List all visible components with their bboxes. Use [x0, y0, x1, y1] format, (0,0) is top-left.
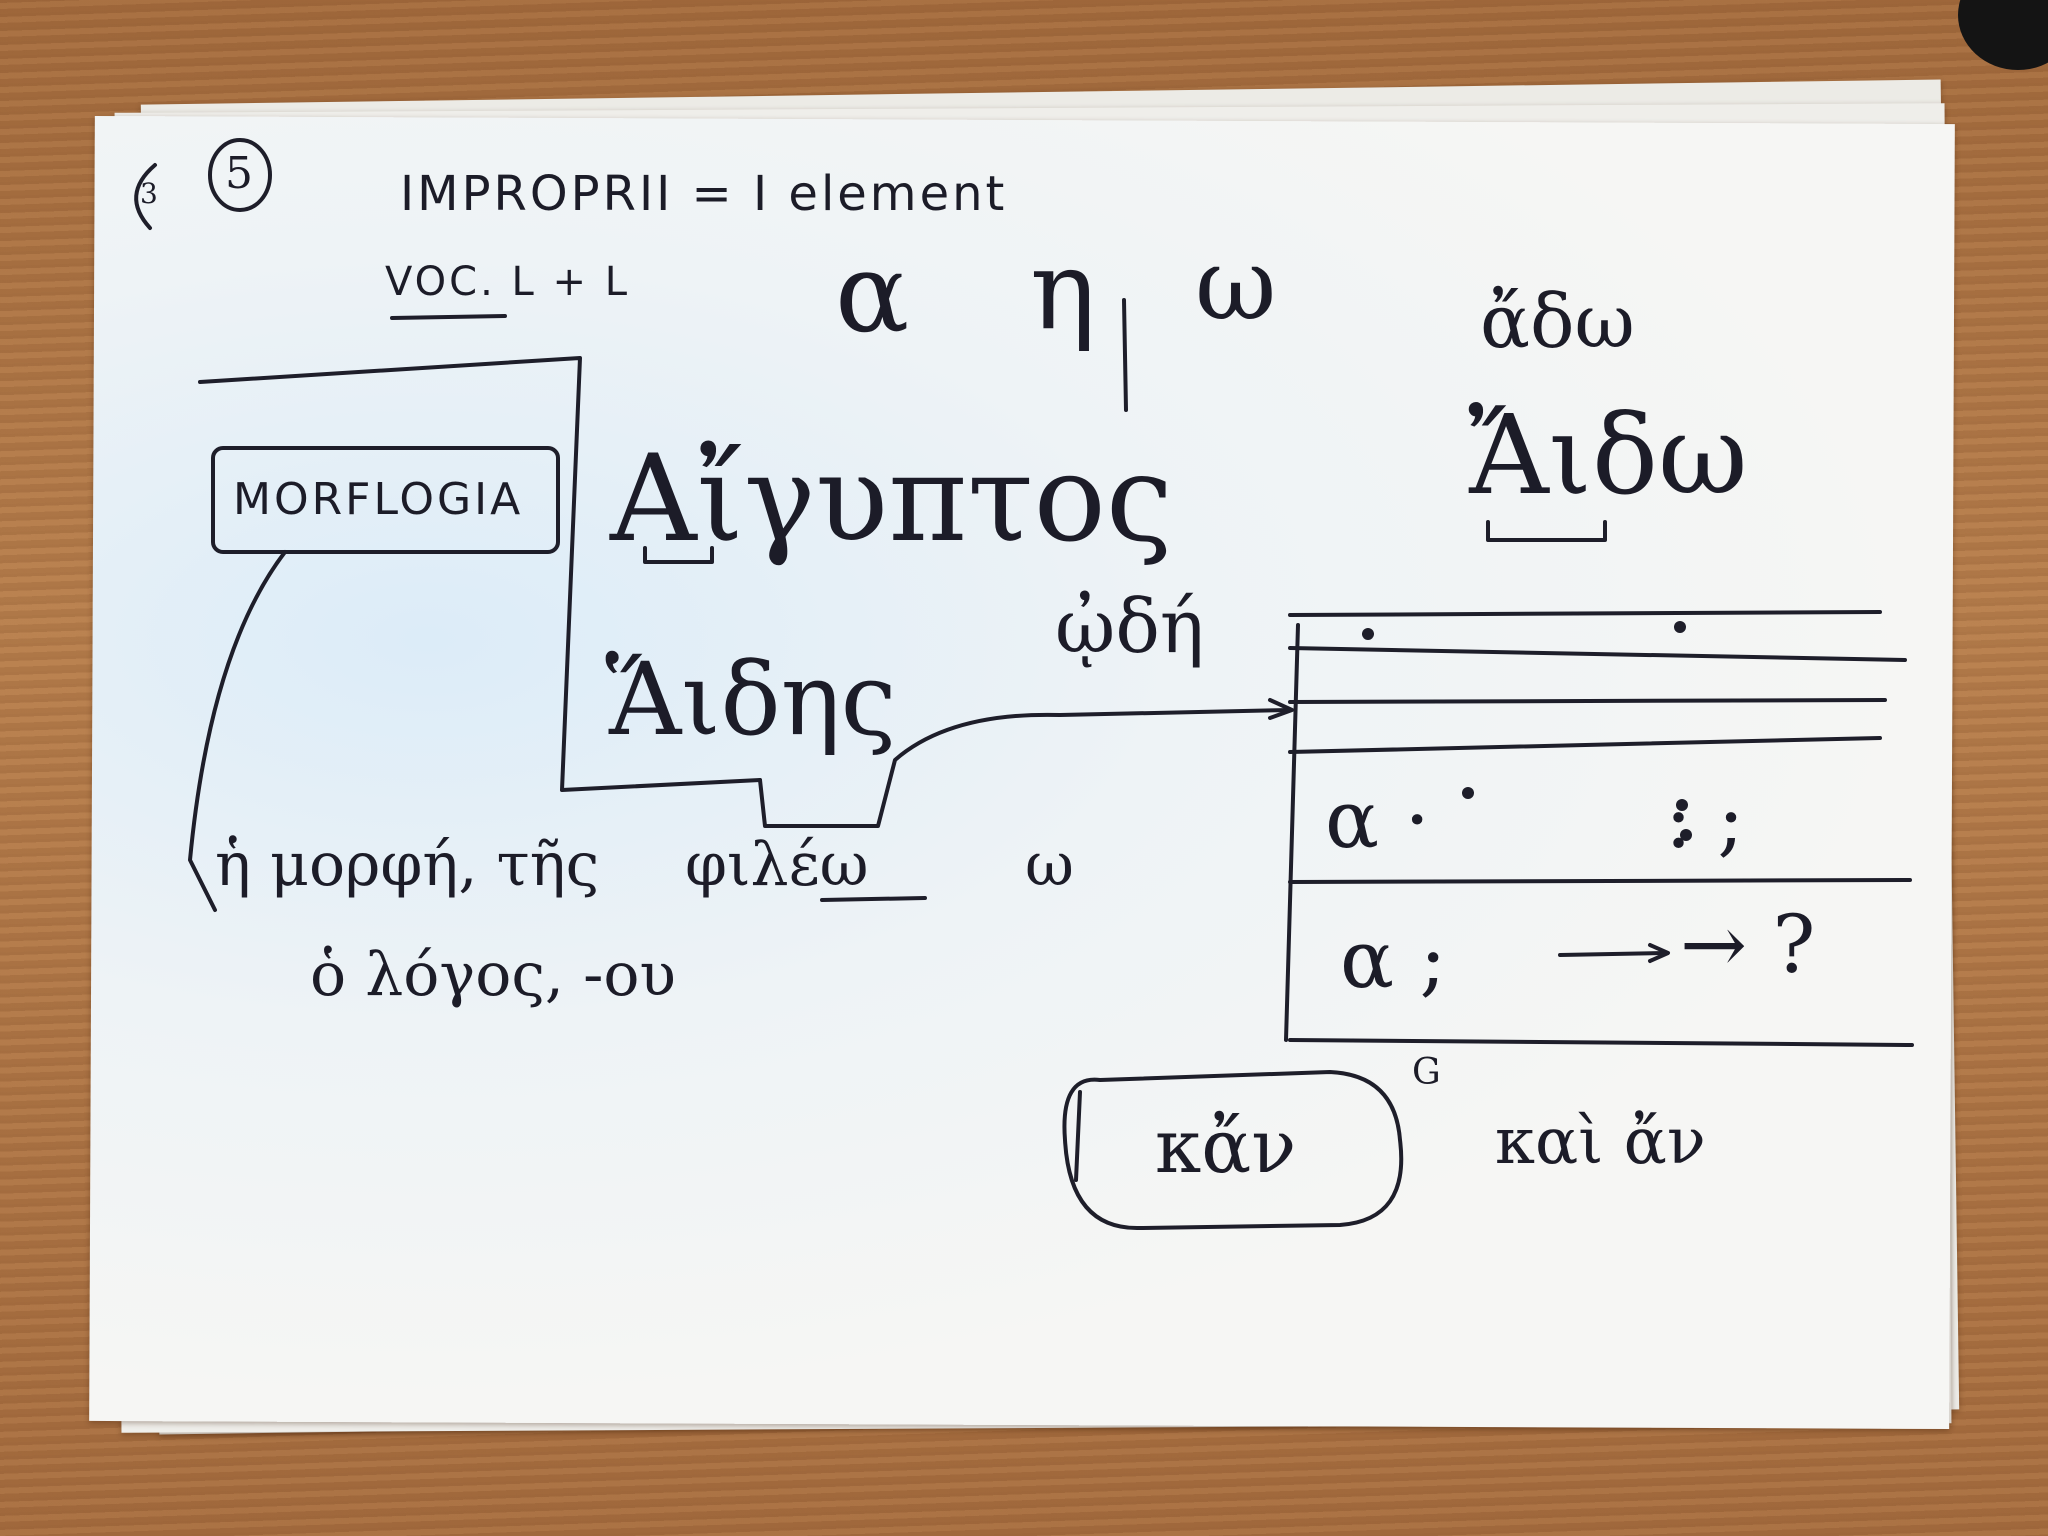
- aigyptos-bracket: [643, 546, 714, 564]
- voc-underline: [390, 314, 507, 320]
- aido-bracket: [1486, 520, 1607, 542]
- morflogia-label: MORFLOGIA: [233, 474, 524, 525]
- arrow-head: [1268, 698, 1294, 720]
- kan-box-extra: [1074, 1090, 1082, 1182]
- morflogia-lead: [188, 550, 287, 912]
- table-row4-left: α ;: [1340, 913, 1447, 1006]
- kan-word: κἄν: [1155, 1104, 1297, 1190]
- connector-line: [758, 708, 1292, 828]
- kan-box: [1062, 1070, 1404, 1231]
- table-line-2: [1288, 646, 1907, 662]
- table-line-1: [1288, 610, 1882, 617]
- morflogia-box: [211, 446, 560, 554]
- word-phileo: φιλέω: [685, 830, 869, 900]
- note-subtitle: VOC. L + L: [385, 259, 631, 305]
- word-aido-caps: Ἄιδω: [1468, 391, 1748, 519]
- page-number-circle: [208, 138, 272, 212]
- table-line-4: [1288, 736, 1882, 754]
- margin-mark: 3: [140, 177, 158, 210]
- vowel-alpha: α: [835, 229, 910, 357]
- side-mark: G: [1412, 1052, 1441, 1093]
- eta-tail: [1122, 298, 1128, 412]
- word-aido: ἄδω: [1480, 279, 1635, 365]
- table-arrow-head: [1648, 943, 1670, 963]
- note-title: IMPROPRII = I element: [400, 166, 1008, 222]
- table-arrow: [1558, 951, 1667, 957]
- table-line-3: [1288, 698, 1887, 704]
- margin-arc: [134, 163, 157, 230]
- vowel-eta: η: [1030, 226, 1096, 354]
- page-number: 5: [225, 148, 253, 199]
- word-aigyptos: Αἴγυπτος: [610, 430, 1174, 569]
- table-row3-left: α ·: [1325, 773, 1430, 866]
- vowel-omega: ω: [1195, 226, 1277, 343]
- word-ode: ᾠδή: [1055, 584, 1205, 670]
- table-line-5: [1288, 878, 1912, 884]
- word-aides: Ἅιδης: [605, 641, 897, 758]
- phileo-underline: [820, 896, 927, 902]
- table-row3-right: : ;: [1665, 773, 1745, 866]
- table-left-border: [1284, 623, 1300, 1042]
- kan-expansion: καὶ ἄν: [1495, 1105, 1706, 1179]
- table-line-6: [1288, 1038, 1914, 1047]
- bracket-line: [198, 356, 762, 792]
- table-row4-right: → ?: [1680, 898, 1816, 991]
- phrase-morphe: ἡ μορφή, τῆς: [215, 830, 600, 900]
- word-omega: ω: [1025, 830, 1074, 900]
- phrase-logos: ὁ λόγος, -ου: [310, 940, 676, 1010]
